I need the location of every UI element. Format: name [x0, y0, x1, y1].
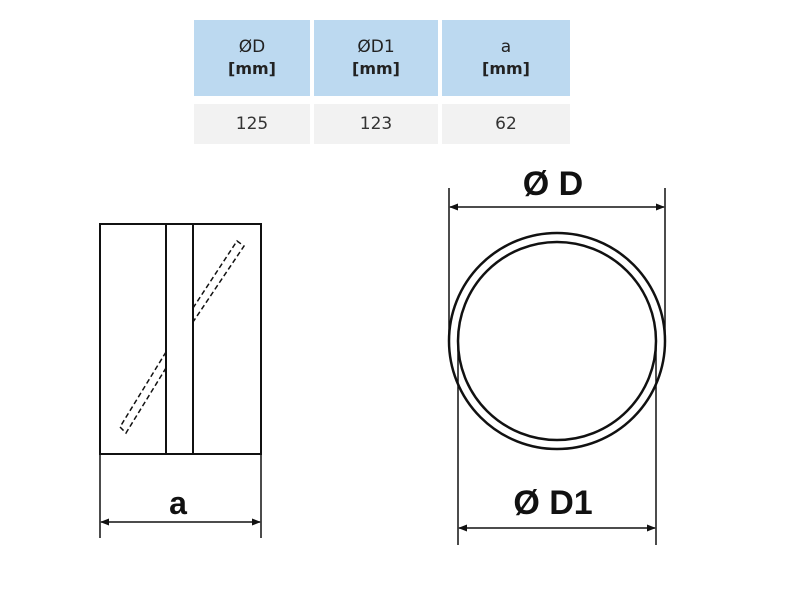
label-d: Ø D	[523, 165, 583, 203]
inner-circle-d1	[456, 240, 658, 442]
dimension-d1	[457, 341, 657, 545]
dimension-a	[99, 454, 262, 538]
value-cell-a: 62	[442, 104, 570, 144]
dimension-d	[448, 188, 666, 341]
header-symbol-od: ØD	[238, 37, 266, 57]
value-cell-od: 125	[194, 104, 310, 144]
damper-flap	[119, 239, 246, 435]
value-cell-od1: 123	[314, 104, 438, 144]
header-unit-a: [mm]	[482, 59, 530, 78]
header-cell-od: ØD [mm]	[194, 20, 310, 96]
side-view-body	[99, 223, 262, 455]
side-view-center-band	[165, 223, 194, 455]
header-cell-a: a [mm]	[442, 20, 570, 96]
damper-flap-upper	[192, 239, 246, 323]
header-symbol-od1: ØD1	[357, 37, 395, 57]
header-unit-od: [mm]	[228, 59, 276, 78]
damper-flap-lower	[119, 351, 167, 435]
outer-circle-d	[447, 231, 667, 451]
header-symbol-a: a	[500, 37, 512, 57]
header-cell-od1: ØD1 [mm]	[314, 20, 438, 96]
label-a: a	[169, 485, 187, 521]
side-view	[99, 223, 262, 455]
front-view	[447, 231, 667, 451]
header-unit-od1: [mm]	[352, 59, 400, 78]
label-d1: Ø D1	[513, 484, 592, 522]
spec-table: ØD [mm] ØD1 [mm] a [mm] 125 123 62	[194, 20, 570, 144]
